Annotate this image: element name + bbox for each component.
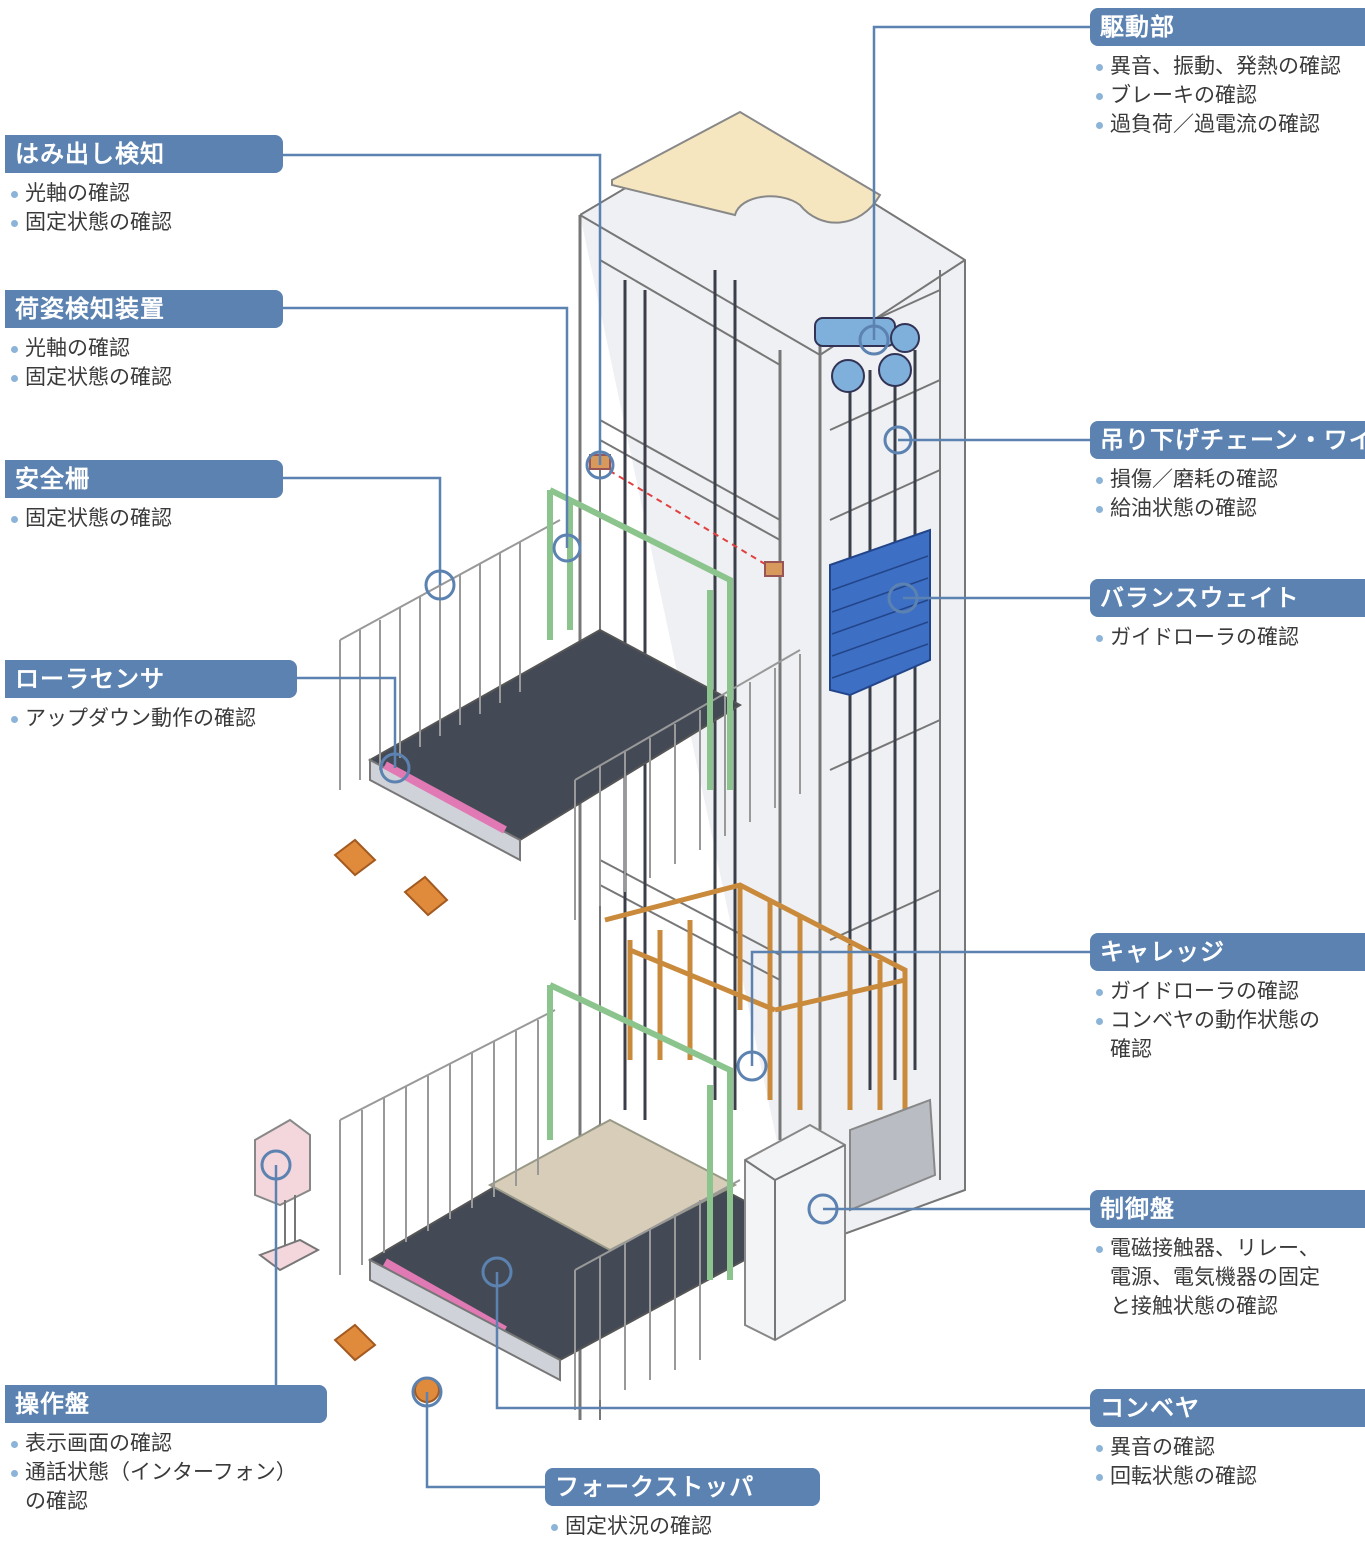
check-item: 電源、電気機器の固定 [1110, 1265, 1320, 1289]
callout-roller-sensor: ローラセンサ アップダウン動作の確認 [5, 660, 297, 733]
check-item: 光軸の確認 [5, 334, 283, 363]
roof-panel [611, 110, 882, 224]
upper-gate [547, 487, 733, 790]
check-item: 電磁接触器、リレー、 [1090, 1234, 1365, 1263]
callout-balance: バランスウェイト ガイドローラの確認 [1090, 579, 1365, 652]
callout-chain: 吊り下げチェーン・ワイヤ 損傷／磨耗の確認 給油状態の確認 [1090, 421, 1365, 523]
check-item: ブレーキの確認 [1090, 81, 1365, 110]
callout-title: フォークストッパ [545, 1468, 820, 1506]
overhang-beam [599, 464, 776, 571]
callout-title: 操作盤 [5, 1385, 327, 1423]
check-item: と接触状態の確認 [1110, 1294, 1278, 1318]
check-item: 表示画面の確認 [5, 1429, 327, 1458]
pallet-load [487, 1118, 738, 1252]
lower-fence [339, 1009, 741, 1410]
check-item: 異音、振動、発熱の確認 [1090, 52, 1365, 81]
carriage-cage [604, 882, 908, 1110]
upper-fence [339, 519, 801, 920]
operation-panel [254, 1118, 311, 1207]
callout-title: バランスウェイト [1090, 579, 1365, 617]
callout-title: 吊り下げチェーン・ワイヤ [1090, 421, 1365, 459]
check-item: 固定状況の確認 [545, 1512, 820, 1541]
check-item: アップダウン動作の確認 [5, 704, 297, 733]
callout-control: 制御盤 電磁接触器、リレー、 電源、電気機器の固定 と接触状態の確認 [1090, 1190, 1365, 1321]
callout-conveyor: コンベヤ 異音の確認 回転状態の確認 [1090, 1389, 1365, 1491]
callout-title: 荷姿検知装置 [5, 290, 283, 328]
callout-fence: 安全柵 固定状態の確認 [5, 460, 283, 533]
callout-stopper: フォークストッパ 固定状況の確認 [545, 1468, 820, 1541]
lower-gate [547, 982, 733, 1280]
control-cabinet [744, 1123, 846, 1342]
callout-carriage: キャレッジ ガイドローラの確認 コンベヤの動作状態の 確認 [1090, 933, 1365, 1064]
fork-stoppers [333, 838, 449, 1403]
check-item: の確認 [25, 1489, 88, 1513]
leader-lines [274, 25, 1095, 1489]
drive-unit [814, 317, 920, 393]
check-item: 回転状態の確認 [1090, 1462, 1365, 1491]
callout-drive: 駆動部 異音、振動、発熱の確認 ブレーキの確認 過負荷／過電流の確認 [1090, 8, 1365, 139]
balance-weight [829, 528, 931, 697]
callout-title: キャレッジ [1090, 933, 1365, 971]
callout-title: 駆動部 [1090, 8, 1365, 46]
callout-title: はみ出し検知 [5, 135, 283, 173]
check-item: 光軸の確認 [5, 179, 283, 208]
callout-circles [260, 324, 919, 1408]
check-item: 固定状態の確認 [5, 208, 283, 237]
check-item: ガイドローラの確認 [1090, 623, 1365, 652]
check-item: 確認 [1110, 1037, 1152, 1061]
callout-title: 安全柵 [5, 460, 283, 498]
callout-panel: 操作盤 表示画面の確認 通話状態（インターフォン） の確認 [5, 1385, 327, 1516]
check-item: 損傷／磨耗の確認 [1090, 465, 1365, 494]
callout-load-sensor: 荷姿検知装置 光軸の確認 固定状態の確認 [5, 290, 283, 392]
callout-overhang: はみ出し検知 光軸の確認 固定状態の確認 [5, 135, 283, 237]
check-item: 過負荷／過電流の確認 [1090, 110, 1365, 139]
check-item: 固定状態の確認 [5, 363, 283, 392]
check-item: ガイドローラの確認 [1090, 977, 1365, 1006]
callout-title: コンベヤ [1090, 1389, 1365, 1427]
check-item: 給油状態の確認 [1090, 494, 1365, 523]
callout-title: 制御盤 [1090, 1190, 1365, 1228]
check-item: 固定状態の確認 [5, 504, 283, 533]
callout-title: ローラセンサ [5, 660, 297, 698]
check-item: 異音の確認 [1090, 1433, 1365, 1462]
check-item: 通話状態（インターフォン） [5, 1458, 327, 1487]
check-item: コンベヤの動作状態の [1090, 1006, 1365, 1035]
